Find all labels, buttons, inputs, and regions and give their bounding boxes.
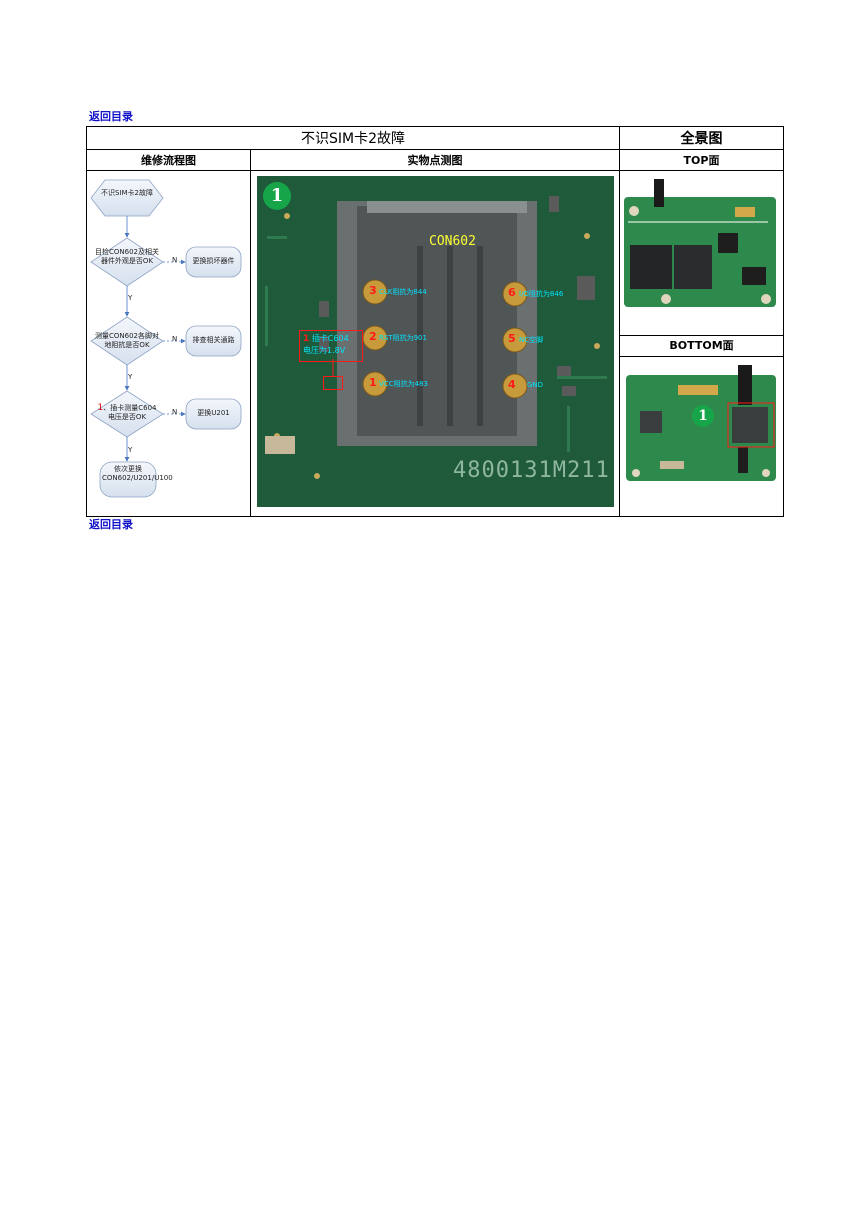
flow-step1-no-shape bbox=[185, 246, 242, 278]
flow-step1-text: 目检CON602及相关器件外观是否OK bbox=[95, 248, 159, 265]
board-photo-drawing bbox=[257, 176, 614, 507]
pin-5-number: 5 bbox=[508, 332, 516, 345]
c604-annotation-box bbox=[299, 330, 363, 362]
pin-2-label: RST阻抗为901 bbox=[379, 334, 427, 342]
photo-header: 实物点测图 bbox=[249, 149, 621, 171]
flow-step2-no-text: 排查相关通路 bbox=[192, 336, 235, 344]
panorama-header: 全景图 bbox=[619, 126, 785, 150]
flowchart-cell: 不识SIM卡2故障 目检CON602及相关器件外观是否OK 更换损坏器件 测量C… bbox=[86, 170, 251, 517]
flow-no-label-1: N bbox=[172, 256, 178, 264]
flow-step3-number: 1 bbox=[97, 403, 104, 413]
pin-1-number: 1 bbox=[369, 376, 377, 389]
flow-start-text: 不识SIM卡2故障 bbox=[101, 189, 154, 197]
pin-6-number: 6 bbox=[508, 286, 516, 299]
top-view-image bbox=[620, 171, 784, 336]
flow-no-label-3: N bbox=[172, 408, 178, 416]
flow-step1-no-text: 更换损坏器件 bbox=[192, 257, 235, 265]
pin-6-label: I/O阻抗为846 bbox=[519, 290, 564, 298]
bottom-view-image: 1 bbox=[620, 357, 783, 516]
pin-1-label: VCC阻抗为483 bbox=[379, 380, 428, 388]
flow-yes-label-1: Y bbox=[128, 294, 133, 302]
bottom-view-header: BOTTOM面 bbox=[620, 336, 784, 357]
board-marking: 4800131M211 bbox=[453, 458, 610, 483]
c604-component-box bbox=[323, 376, 343, 390]
flow-step3-no-shape bbox=[185, 398, 242, 430]
photo-point-badge: 1 bbox=[263, 182, 291, 210]
flowchart-header: 维修流程图 bbox=[86, 149, 251, 171]
table-title: 不识SIM卡2故障 bbox=[85, 126, 621, 150]
pin-2-number: 2 bbox=[369, 330, 377, 343]
pin-4-label: GND bbox=[527, 381, 544, 389]
flow-step2-text: 测量CON602各脚对地阻抗是否OK bbox=[95, 332, 159, 349]
flow-start-shape bbox=[90, 179, 164, 217]
pin-3-number: 3 bbox=[369, 284, 377, 297]
connector-label: CON602 bbox=[429, 234, 476, 249]
flow-yes-label-2: Y bbox=[128, 373, 133, 381]
flow-step3-text: 1、插卡测量C604电压是否OK bbox=[97, 403, 157, 422]
flow-yes-label-3: Y bbox=[128, 446, 133, 454]
repair-flowchart: 不识SIM卡2故障 目检CON602及相关器件外观是否OK 更换损坏器件 测量C… bbox=[87, 171, 250, 513]
pin-5-label: NC空脚 bbox=[519, 336, 544, 344]
pin-4-number: 4 bbox=[508, 378, 516, 391]
bottom-view-point-badge: 1 bbox=[692, 405, 715, 427]
top-view-drawing bbox=[624, 179, 777, 307]
flow-step2-no-shape bbox=[185, 325, 242, 357]
top-view-header: TOP面 bbox=[619, 149, 785, 171]
flow-end-text: 依次更换CON602/U201/U100 bbox=[102, 465, 173, 482]
fault-table: 不识SIM卡2故障 全景图 维修流程图 实物点测图 TOP面 bbox=[85, 126, 785, 517]
flow-no-label-2: N bbox=[172, 335, 178, 343]
flow-step3-no-text: 更换U201 bbox=[197, 409, 230, 417]
back-to-contents-link-bottom[interactable]: 返回目录 bbox=[89, 518, 133, 531]
photo-cell: 1 CON602 4800131M211 3 CLK阻抗为844 2 RST阻抗… bbox=[249, 170, 621, 517]
pin-3-label: CLK阻抗为844 bbox=[379, 288, 427, 296]
bottom-view-drawing bbox=[626, 365, 777, 481]
board-photo: 1 CON602 4800131M211 3 CLK阻抗为844 2 RST阻抗… bbox=[257, 176, 614, 507]
back-to-contents-link[interactable]: 返回目录 bbox=[89, 110, 133, 123]
panorama-cell: BOTTOM面 1 bbox=[619, 170, 785, 517]
flow-end-shape bbox=[99, 461, 157, 498]
